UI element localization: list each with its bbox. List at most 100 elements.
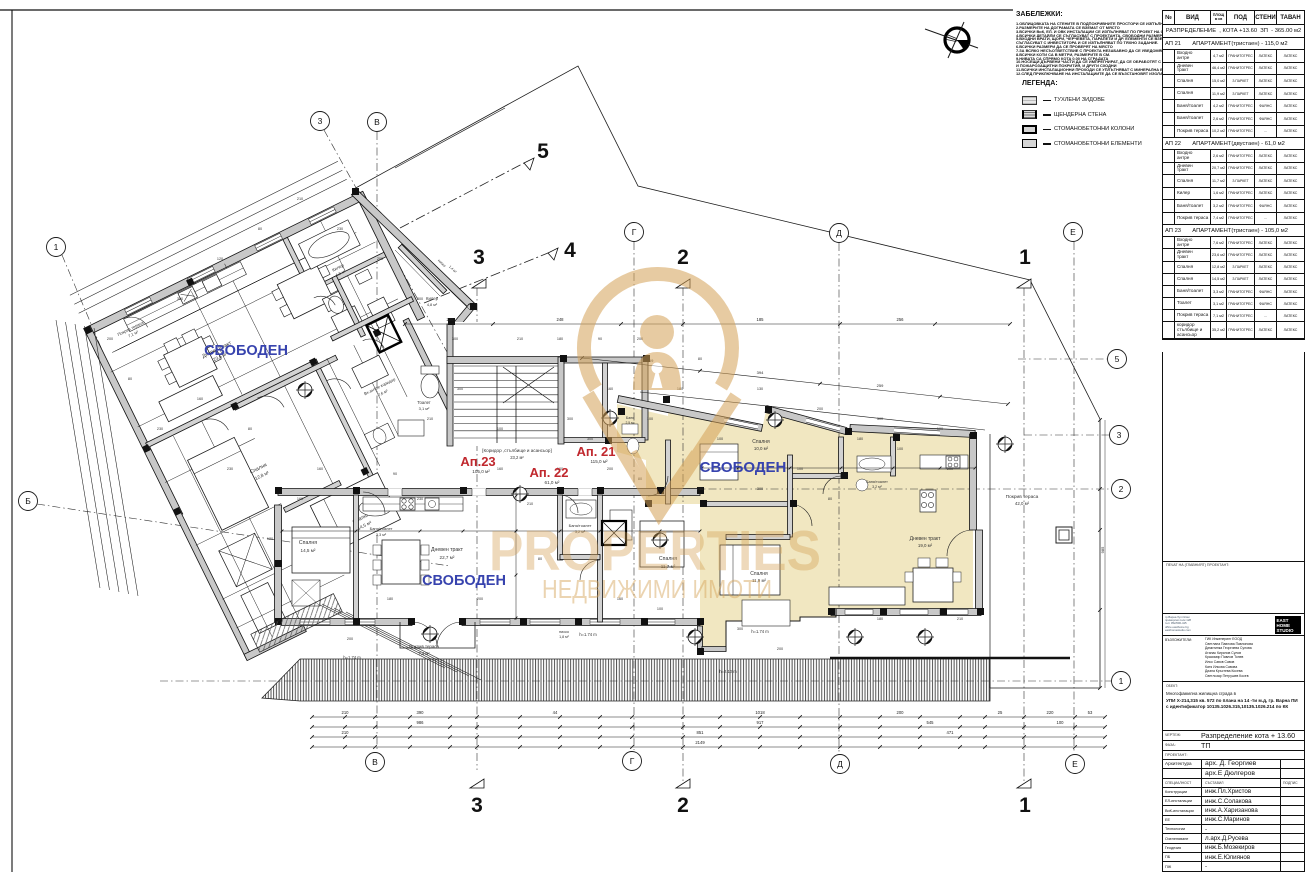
svg-text:5: 5 xyxy=(1115,354,1120,364)
svg-text:12,8 м²: 12,8 м² xyxy=(254,470,270,481)
svg-text:СВОБОДЕН: СВОБОДЕН xyxy=(700,459,787,476)
svg-text:Спалня: Спалня xyxy=(750,571,768,577)
svg-text:200: 200 xyxy=(607,467,613,471)
svg-text:100: 100 xyxy=(797,467,803,471)
svg-text:В: В xyxy=(372,757,378,767)
svg-text:h=1.74 m: h=1.74 m xyxy=(343,655,361,660)
svg-text:Е: Е xyxy=(1070,227,1076,237)
svg-text:h=1.74 m: h=1.74 m xyxy=(579,632,597,637)
svg-text:Ап.23: Ап.23 xyxy=(460,454,495,469)
svg-text:11,7 м²: 11,7 м² xyxy=(661,564,676,569)
svg-text:300: 300 xyxy=(567,417,573,421)
svg-text:120: 120 xyxy=(267,537,273,541)
svg-text:210: 210 xyxy=(342,710,350,715)
svg-text:80: 80 xyxy=(128,377,132,381)
svg-text:200: 200 xyxy=(947,467,953,471)
svg-text:230: 230 xyxy=(227,467,233,471)
svg-text:1018: 1018 xyxy=(755,710,765,715)
svg-text:СВОБОДЕН: СВОБОДЕН xyxy=(422,573,506,589)
svg-text:4,8 м²: 4,8 м² xyxy=(427,303,438,307)
svg-text:1: 1 xyxy=(1019,794,1031,817)
svg-text:160: 160 xyxy=(497,467,503,471)
svg-text:3: 3 xyxy=(318,116,323,126)
svg-text:390: 390 xyxy=(417,710,425,715)
svg-text:210: 210 xyxy=(957,617,963,621)
svg-text:1: 1 xyxy=(54,242,59,252)
svg-text:Килер: Килер xyxy=(426,296,439,301)
svg-text:5: 5 xyxy=(537,140,549,163)
svg-text:2149: 2149 xyxy=(695,740,705,745)
svg-text:210: 210 xyxy=(427,417,433,421)
svg-text:3: 3 xyxy=(473,246,485,269)
svg-text:2: 2 xyxy=(677,246,689,269)
svg-text:3,2 м²: 3,2 м² xyxy=(872,485,882,489)
svg-text:44: 44 xyxy=(553,710,558,715)
svg-text:4: 4 xyxy=(564,239,576,262)
svg-text:210: 210 xyxy=(297,197,303,201)
svg-text:90: 90 xyxy=(393,472,397,476)
svg-text:2: 2 xyxy=(677,794,689,817)
svg-text:2,5 м²: 2,5 м² xyxy=(625,421,635,425)
svg-text:230: 230 xyxy=(417,497,423,501)
svg-text:1: 1 xyxy=(1119,676,1124,686)
svg-text:25: 25 xyxy=(998,710,1003,715)
svg-text:210: 210 xyxy=(342,730,350,735)
svg-text:Г: Г xyxy=(630,756,635,766)
svg-text:160: 160 xyxy=(317,467,323,471)
svg-text:Б: Б xyxy=(25,496,31,506)
svg-text:3,2 м²: 3,2 м² xyxy=(575,530,586,534)
svg-text:PROPERTIES: PROPERTIES xyxy=(489,519,821,583)
svg-text:180: 180 xyxy=(387,597,393,601)
svg-text:986: 986 xyxy=(417,720,425,725)
svg-text:[Коридор ,стълбище и асансьор]: [Коридор ,стълбище и асансьор] xyxy=(482,448,552,453)
svg-text:80: 80 xyxy=(248,427,252,431)
svg-text:2: 2 xyxy=(1119,484,1124,494)
svg-text:100: 100 xyxy=(717,437,723,441)
svg-text:300: 300 xyxy=(417,297,423,301)
svg-text:130: 130 xyxy=(757,387,763,391)
svg-text:545: 545 xyxy=(927,720,935,725)
svg-text:В: В xyxy=(374,117,380,127)
svg-text:Е: Е xyxy=(1072,759,1078,769)
svg-text:22,7 м²: 22,7 м² xyxy=(440,555,455,560)
svg-text:160: 160 xyxy=(297,497,303,501)
svg-text:53: 53 xyxy=(1088,710,1093,715)
svg-text:185: 185 xyxy=(757,317,765,322)
svg-text:Дневен тракт: Дневен тракт xyxy=(431,547,464,553)
svg-text:100: 100 xyxy=(657,607,663,611)
svg-text:200: 200 xyxy=(777,647,783,651)
svg-text:985: 985 xyxy=(1100,546,1105,553)
svg-text:300: 300 xyxy=(452,337,458,341)
svg-text:210: 210 xyxy=(517,337,523,341)
svg-text:1,8 м²: 1,8 м² xyxy=(559,635,569,639)
svg-text:Покрив тераса: Покрив тераса xyxy=(1006,494,1039,500)
svg-text:160: 160 xyxy=(617,597,623,601)
svg-text:300: 300 xyxy=(737,627,743,631)
svg-text:Д: Д xyxy=(836,228,842,238)
svg-text:ниско: ниско xyxy=(437,259,447,268)
svg-text:230: 230 xyxy=(157,427,163,431)
svg-text:Ап. 22: Ап. 22 xyxy=(530,465,569,480)
svg-text:200: 200 xyxy=(897,710,905,715)
svg-text:80: 80 xyxy=(538,557,542,561)
svg-text:120: 120 xyxy=(217,257,223,261)
svg-text:14,5 м²: 14,5 м² xyxy=(301,548,316,553)
svg-text:80: 80 xyxy=(698,357,702,361)
svg-text:3: 3 xyxy=(471,794,483,817)
svg-text:90: 90 xyxy=(718,467,722,471)
svg-text:180: 180 xyxy=(877,617,883,621)
svg-text:115,0 м²: 115,0 м² xyxy=(590,459,608,464)
svg-text:7,1 м²: 7,1 м² xyxy=(127,329,139,339)
svg-text:Д: Д xyxy=(837,759,843,769)
svg-text:200: 200 xyxy=(107,337,113,341)
svg-text:Спалня: Спалня xyxy=(752,439,770,445)
svg-text:ниско: ниско xyxy=(559,630,569,634)
svg-text:180: 180 xyxy=(857,437,863,441)
svg-text:11,9 м²: 11,9 м² xyxy=(752,578,766,583)
svg-text:160: 160 xyxy=(197,397,203,401)
svg-text:80: 80 xyxy=(828,497,832,501)
svg-text:394: 394 xyxy=(757,370,764,375)
svg-text:Тоалет: Тоалет xyxy=(417,400,431,405)
svg-text:Спалня: Спалня xyxy=(299,540,317,546)
svg-text:Баня/тоалет: Баня/тоалет xyxy=(866,480,888,484)
